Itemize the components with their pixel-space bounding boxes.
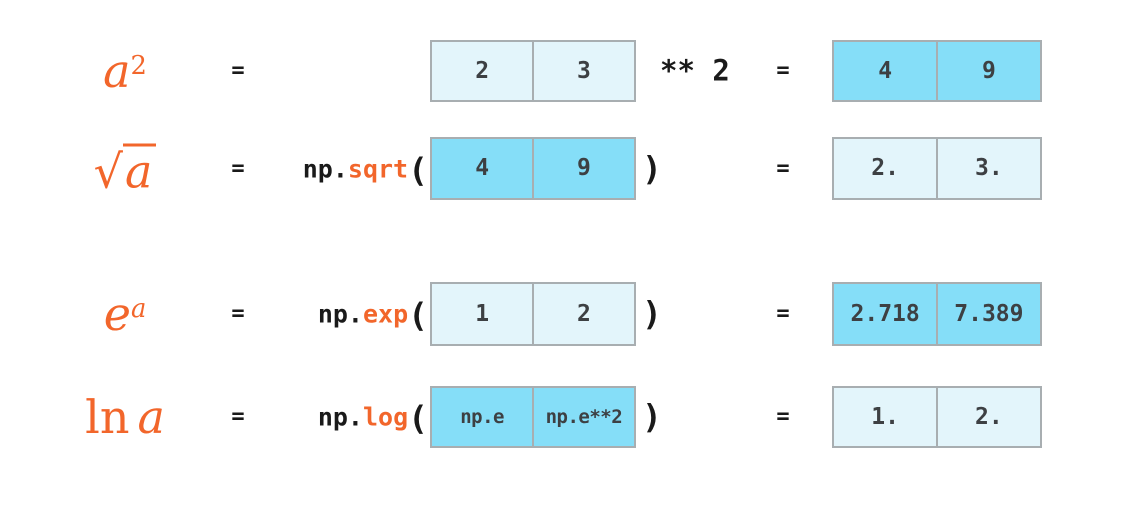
module-prefix: np. xyxy=(302,154,348,183)
equals-sign: = xyxy=(776,301,790,326)
output-array: 1. 2. xyxy=(832,386,1042,448)
open-paren: ( xyxy=(408,295,428,335)
equals-sign: = xyxy=(231,301,245,326)
output-array: 4 9 xyxy=(832,40,1042,102)
math-base: a xyxy=(103,44,131,98)
array-cell: 4 xyxy=(432,139,533,198)
radicand: a xyxy=(122,143,157,194)
math-exponent: 2 xyxy=(130,51,147,82)
array-cell: 2.718 xyxy=(834,284,937,344)
numpy-function-call: np.exp( xyxy=(240,299,428,332)
function-name: log xyxy=(362,402,409,432)
array-cell: 9 xyxy=(533,139,634,198)
expression-row-exp: ea = np.exp( 1 2 ) = 2.718 7.389 xyxy=(0,282,1144,346)
equals-sign: = xyxy=(231,155,245,181)
array-cell: 2 xyxy=(432,42,533,100)
input-array: 4 9 xyxy=(430,137,636,200)
array-cell: 1 xyxy=(432,284,533,344)
array-cell: np.e xyxy=(432,388,533,446)
array-cell: 2. xyxy=(834,139,937,198)
math-exponent: a xyxy=(130,294,147,325)
array-cell: 3. xyxy=(937,139,1040,198)
log-symbol: ln xyxy=(85,390,130,444)
array-cell: 9 xyxy=(937,42,1040,100)
equals-sign: = xyxy=(231,58,245,83)
input-array: 2 3 xyxy=(430,40,636,102)
output-array: 2. 3. xyxy=(832,137,1042,200)
math-label-a-squared: a2 xyxy=(35,48,215,94)
expression-row-square: a2 = 2 3 ** 2 = 4 9 xyxy=(0,40,1144,102)
equals-sign: = xyxy=(231,404,245,429)
input-array: 1 2 xyxy=(430,282,636,346)
numpy-function-call: np.sqrt( xyxy=(240,153,428,186)
function-name: exp xyxy=(362,299,409,329)
array-cell: 1. xyxy=(834,388,937,446)
array-cell: 7.389 xyxy=(937,284,1040,344)
function-name: sqrt xyxy=(347,154,409,183)
module-prefix: np. xyxy=(317,299,363,329)
array-cell: 4 xyxy=(834,42,937,100)
radical-symbol-icon: √ xyxy=(93,144,123,198)
open-paren: ( xyxy=(408,150,428,189)
equals-sign: = xyxy=(776,58,790,83)
equals-sign: = xyxy=(776,155,790,181)
array-cell: 3 xyxy=(533,42,634,100)
array-cell: np.e**2 xyxy=(533,388,634,446)
expression-row-sqrt: √a = np.sqrt( 4 9 ) = 2. 3. xyxy=(0,137,1144,200)
numpy-function-call: np.log( xyxy=(240,402,428,435)
module-prefix: np. xyxy=(317,402,363,432)
array-cell: 2 xyxy=(533,284,634,344)
output-array: 2.718 7.389 xyxy=(832,282,1042,346)
math-label-sqrt-a: √a xyxy=(35,143,215,194)
input-array: np.e np.e**2 xyxy=(430,386,636,448)
log-argument: a xyxy=(137,390,165,444)
math-label-e-to-a: ea xyxy=(35,291,215,337)
power-operator: ** 2 xyxy=(660,53,730,88)
math-base: e xyxy=(103,287,131,341)
equals-sign: = xyxy=(776,404,790,429)
open-paren: ( xyxy=(408,398,428,438)
array-cell: 2. xyxy=(937,388,1040,446)
